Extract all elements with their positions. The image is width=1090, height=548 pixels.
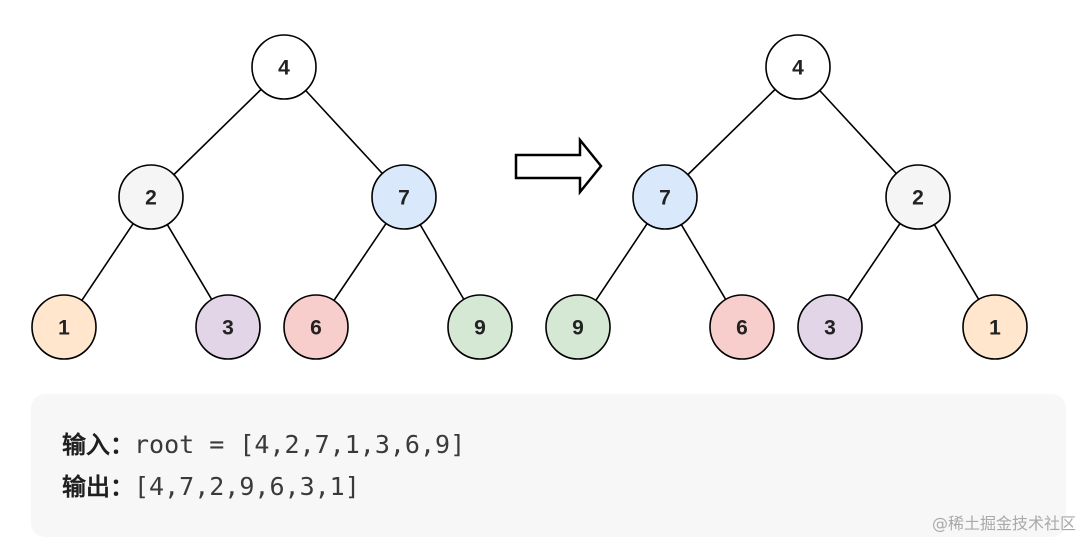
- output-label: 输出：: [62, 473, 134, 501]
- input-tree-node-1: 1: [31, 294, 97, 360]
- input-tree-node-circle: [251, 34, 317, 100]
- output-tree-node-circle: [765, 34, 831, 100]
- watermark: @稀土掘金技术社区: [931, 514, 1076, 533]
- output-tree-node-label: 3: [824, 317, 836, 340]
- output-tree-node-circle: [632, 164, 698, 230]
- input-label: 输入：: [62, 431, 134, 459]
- input-tree-edge-a7-a6: [333, 223, 387, 301]
- output-tree-edge-b2-b3: [847, 223, 901, 301]
- input-tree-node-label: 9: [474, 317, 486, 340]
- input-tree-node-circle: [118, 164, 184, 230]
- input-tree-node-7: 7: [371, 164, 437, 230]
- output-line: 输出：[4,7,2,9,6,3,1]: [62, 470, 360, 503]
- input-tree-node-circle: [283, 294, 349, 360]
- output-tree-node-circle: [797, 294, 863, 360]
- input-tree-node-label: 4: [278, 57, 290, 80]
- tree-nodes: 4 2 7 1 3 6 9 4 7 2 9 6 3 1: [31, 34, 1028, 360]
- output-tree-node-label: 7: [659, 187, 671, 210]
- input-tree-node-label: 1: [58, 317, 70, 340]
- output-tree-node-3: 3: [797, 294, 863, 360]
- input-tree-node-6: 6: [283, 294, 349, 360]
- input-line: 输入：root = [4,2,7,1,3,6,9]: [62, 428, 465, 461]
- output-tree-edge-b4-b2: [819, 89, 897, 175]
- input-tree-edge-a7-a9: [419, 224, 465, 300]
- input-tree-edge-a2-a1: [81, 223, 134, 301]
- tree-diagram: 4 2 7 1 3 6 9 4 7 2 9 6 3 1: [31, 34, 1028, 360]
- input-tree-node-label: 2: [145, 187, 157, 210]
- input-tree-node-circle: [371, 164, 437, 230]
- output-tree-node-label: 2: [912, 187, 924, 210]
- output-tree-node-label: 6: [736, 317, 748, 340]
- input-tree-node-9: 9: [447, 294, 513, 360]
- output-tree-node-circle: [962, 294, 1028, 360]
- output-tree-node-label: 1: [989, 317, 1001, 340]
- output-tree-node-label: 4: [792, 57, 804, 80]
- output-tree-node-6: 6: [709, 294, 775, 360]
- input-tree-node-circle: [447, 294, 513, 360]
- input-tree-edge-a2-a3: [166, 224, 213, 300]
- input-tree-node-2: 2: [118, 164, 184, 230]
- input-tree-node-circle: [31, 294, 97, 360]
- output-tree-edge-b7-b9: [595, 223, 648, 301]
- example-box: [31, 394, 1066, 537]
- output-tree-edge-b7-b6: [680, 224, 727, 300]
- input-tree-node-3: 3: [195, 294, 261, 360]
- output-tree-node-label: 9: [572, 317, 584, 340]
- input-tree-node-label: 3: [222, 317, 234, 340]
- output-tree-node-circle: [885, 164, 951, 230]
- tree-edges: [81, 88, 980, 301]
- output-tree-node-circle: [545, 294, 611, 360]
- input-tree-node-label: 6: [310, 317, 322, 340]
- input-tree-node-4: 4: [251, 34, 317, 100]
- output-value: [4,7,2,9,6,3,1]: [134, 472, 360, 501]
- output-tree-node-2: 2: [885, 164, 951, 230]
- output-tree-node-circle: [709, 294, 775, 360]
- output-tree-node-7: 7: [632, 164, 698, 230]
- output-tree-node-4: 4: [765, 34, 831, 100]
- input-value: root = [4,2,7,1,3,6,9]: [134, 430, 466, 459]
- output-tree-node-9: 9: [545, 294, 611, 360]
- output-tree-edge-b2-b1: [933, 224, 980, 300]
- input-tree-edge-a4-a2: [173, 88, 262, 176]
- output-tree-edge-b4-b7: [687, 88, 776, 176]
- right-arrow-icon: [514, 136, 603, 196]
- output-tree-node-1: 1: [962, 294, 1028, 360]
- input-tree-edge-a4-a7: [305, 89, 383, 175]
- input-tree-node-circle: [195, 294, 261, 360]
- input-tree-node-label: 7: [398, 187, 410, 210]
